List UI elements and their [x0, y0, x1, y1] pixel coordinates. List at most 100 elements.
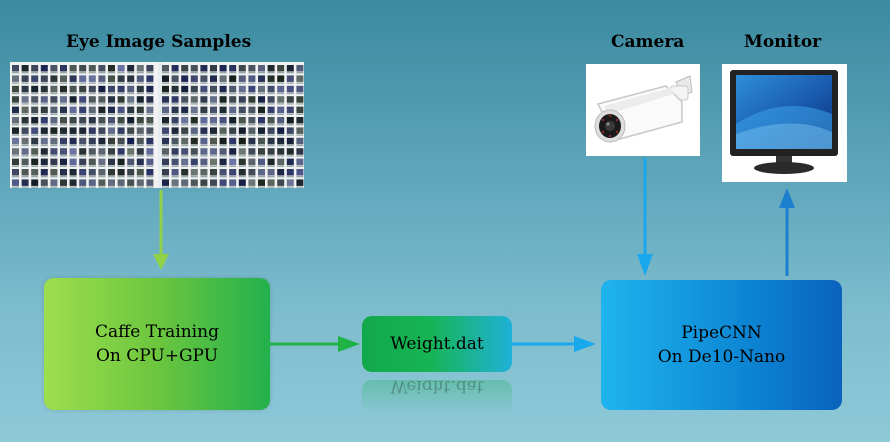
eye-thumbnail	[296, 106, 304, 114]
eye-thumbnail	[238, 85, 246, 93]
thumbnail-caption	[98, 165, 106, 167]
thumbnail-caption	[210, 72, 217, 74]
eye-thumbnail	[117, 127, 125, 134]
thumbnail-caption	[50, 113, 58, 115]
eye-thumbnail	[21, 75, 29, 82]
eye-thumbnail	[50, 75, 58, 82]
eye-thumbnail	[171, 169, 179, 176]
eye-thumbnail	[286, 127, 294, 134]
thumbnail-caption	[117, 82, 125, 84]
thumbnail-caption	[136, 92, 144, 95]
thumbnail-caption	[60, 72, 67, 74]
thumbnail-caption	[162, 124, 169, 126]
thumbnail-caption	[50, 186, 58, 188]
eye-thumbnail	[219, 75, 227, 82]
thumbnail-caption	[88, 103, 96, 105]
thumbnail-caption	[171, 176, 179, 178]
eye-thumbnail	[277, 158, 285, 166]
eye-thumbnail	[146, 127, 154, 134]
eye-thumbnail	[181, 158, 189, 166]
monitor-icon	[730, 70, 838, 174]
eye-thumbnail	[258, 179, 265, 186]
eye-thumbnail	[50, 158, 58, 166]
eye-thumbnail	[40, 85, 48, 93]
eye-thumbnail	[98, 96, 106, 103]
thumbnail-caption	[219, 113, 227, 115]
thumbnail-caption	[21, 113, 29, 115]
eye-thumbnail	[12, 169, 19, 176]
eye-thumbnail	[162, 137, 169, 145]
thumbnail-caption	[98, 144, 106, 147]
eye-thumbnail	[162, 65, 169, 72]
eye-thumbnail	[171, 96, 179, 103]
thumbnail-caption	[136, 165, 144, 167]
eye-thumbnail	[88, 96, 96, 103]
eye-thumbnail	[258, 117, 265, 124]
thumbnail-caption	[50, 144, 58, 147]
thumbnail-caption	[229, 186, 237, 188]
camera-image	[586, 64, 700, 156]
thumbnail-caption	[248, 165, 256, 167]
eye-thumbnail	[31, 137, 39, 145]
eye-thumbnail	[171, 106, 179, 114]
eye-thumbnail	[171, 117, 179, 124]
thumbnail-caption	[79, 186, 87, 188]
thumbnail-caption	[136, 124, 144, 126]
eye-thumbnail	[286, 85, 294, 93]
eye-thumbnail	[21, 106, 29, 114]
eye-thumbnail	[40, 148, 48, 155]
eye-thumbnail	[108, 179, 115, 186]
thumbnail-caption	[108, 113, 115, 115]
eye-thumbnail	[277, 75, 285, 82]
eye-thumbnail	[98, 117, 106, 124]
thumbnail-caption	[286, 103, 294, 105]
eye-thumbnail	[219, 117, 227, 124]
thumbnail-caption	[50, 134, 58, 136]
thumbnail-caption	[40, 186, 48, 188]
eye-thumbnail	[162, 75, 169, 82]
eye-thumbnail	[286, 106, 294, 114]
eye-thumbnail	[146, 148, 154, 155]
thumbnail-caption	[190, 144, 198, 147]
eye-thumbnail	[50, 179, 58, 186]
eye-thumbnail	[21, 137, 29, 145]
eye-thumbnail	[277, 96, 285, 103]
thumbnail-caption	[50, 155, 58, 157]
weight-to-pipecnn-arrow	[512, 336, 596, 352]
eye-thumbnail	[277, 148, 285, 155]
thumbnail-caption	[88, 113, 96, 115]
thumbnail-caption	[146, 103, 154, 105]
security-camera-icon	[594, 75, 693, 143]
eye-thumbnail	[210, 106, 217, 114]
thumbnail-caption	[69, 92, 77, 95]
eye-thumbnail	[40, 75, 48, 82]
eye-thumbnail	[238, 127, 246, 134]
eye-thumbnail	[50, 106, 58, 114]
thumbnail-caption	[210, 176, 217, 178]
thumbnail-caption	[210, 124, 217, 126]
eye-thumbnail	[181, 65, 189, 72]
eye-thumbnail	[200, 137, 208, 145]
eye-thumbnail	[117, 179, 125, 186]
thumbnail-caption	[162, 165, 169, 167]
eye-thumbnail	[136, 117, 144, 124]
eye-thumbnail	[127, 106, 135, 114]
thumbnail-caption	[229, 134, 237, 136]
thumbnail-caption	[277, 113, 285, 115]
eye-thumbnail	[21, 179, 29, 186]
eye-thumbnail	[162, 127, 169, 134]
thumbnail-caption	[238, 176, 246, 178]
thumbnail-caption	[200, 155, 208, 157]
thumbnail-caption	[171, 134, 179, 136]
thumbnail-caption	[40, 72, 48, 74]
eye-thumbnail	[127, 127, 135, 134]
eye-thumbnail	[229, 169, 237, 176]
thumbnail-caption	[162, 82, 169, 84]
eye-thumbnail	[200, 127, 208, 134]
eye-thumbnail	[40, 169, 48, 176]
eye-thumbnail	[117, 137, 125, 145]
pipecnn-line2: On De10-Nano	[657, 347, 786, 367]
eye-thumbnail	[69, 158, 77, 166]
eye-thumbnail	[79, 137, 87, 145]
eye-thumbnail	[229, 85, 237, 93]
